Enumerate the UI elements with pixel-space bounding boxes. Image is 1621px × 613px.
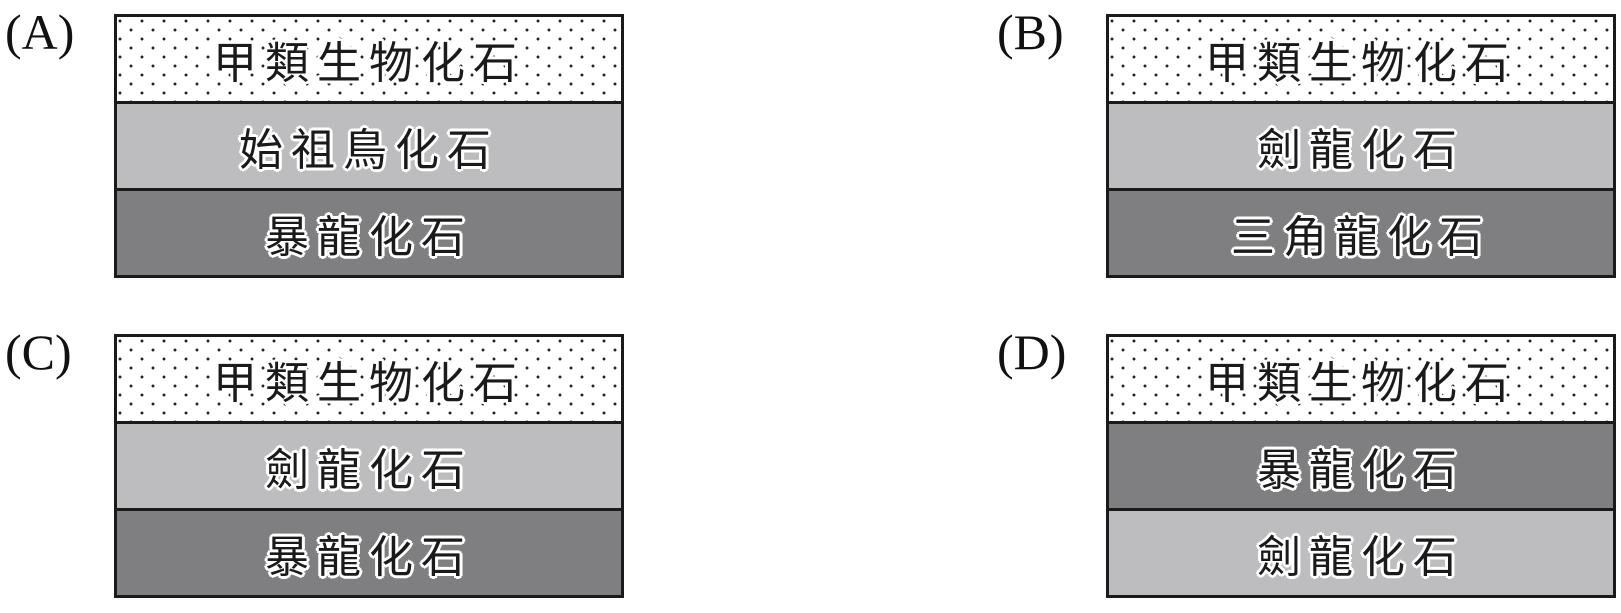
option-label: (A) (5, 4, 75, 60)
strata-column: 甲類生物化石 劍龍化石 暴龍化石 (114, 334, 624, 598)
stratum-label: 甲類生物化石 (1205, 358, 1517, 409)
stratum-layer-middle: 始祖鳥化石 (117, 104, 621, 188)
stratum-label: 劍龍化石 (265, 445, 473, 496)
stratum-layer-top: 甲類生物化石 (1109, 337, 1613, 421)
stratum-layer-bottom: 三角龍化石 (1109, 191, 1613, 275)
stratum-layer-middle: 劍龍化石 (117, 424, 621, 508)
stratum-layer-middle: 暴龍化石 (1109, 424, 1613, 508)
stratum-label: 劍龍化石 (1257, 125, 1465, 176)
stratum-layer-bottom: 劍龍化石 (1109, 511, 1613, 595)
stratum-layer-bottom: 暴龍化石 (117, 191, 621, 275)
option-a: (A) 甲類生物化石 始祖鳥化石 暴龍化石 (0, 0, 680, 280)
stratum-layer-bottom: 暴龍化石 (117, 511, 621, 595)
stratum-layer-top: 甲類生物化石 (117, 17, 621, 101)
option-label: (C) (5, 324, 72, 380)
stratum-label: 甲類生物化石 (213, 38, 525, 89)
strata-column: 甲類生物化石 劍龍化石 三角龍化石 (1106, 14, 1616, 278)
stratum-layer-top: 甲類生物化石 (117, 337, 621, 421)
option-label: (B) (997, 4, 1064, 60)
stratum-label: 暴龍化石 (265, 212, 473, 263)
strata-column: 甲類生物化石 暴龍化石 劍龍化石 (1106, 334, 1616, 598)
option-b: (B) 甲類生物化石 劍龍化石 三角龍化石 (992, 0, 1621, 280)
stratum-layer-middle: 劍龍化石 (1109, 104, 1613, 188)
stratum-layer-top: 甲類生物化石 (1109, 17, 1613, 101)
stratum-label: 劍龍化石 (1257, 532, 1465, 583)
option-c: (C) 甲類生物化石 劍龍化石 暴龍化石 (0, 320, 680, 600)
stratum-label: 甲類生物化石 (1205, 38, 1517, 89)
strata-column: 甲類生物化石 始祖鳥化石 暴龍化石 (114, 14, 624, 278)
stratum-label: 甲類生物化石 (213, 358, 525, 409)
stratum-label: 暴龍化石 (1257, 445, 1465, 496)
option-d: (D) 甲類生物化石 暴龍化石 劍龍化石 (992, 320, 1621, 600)
option-label: (D) (997, 324, 1067, 380)
stratum-label: 三角龍化石 (1231, 212, 1491, 263)
stratum-label: 始祖鳥化石 (239, 125, 499, 176)
stratum-label: 暴龍化石 (265, 532, 473, 583)
